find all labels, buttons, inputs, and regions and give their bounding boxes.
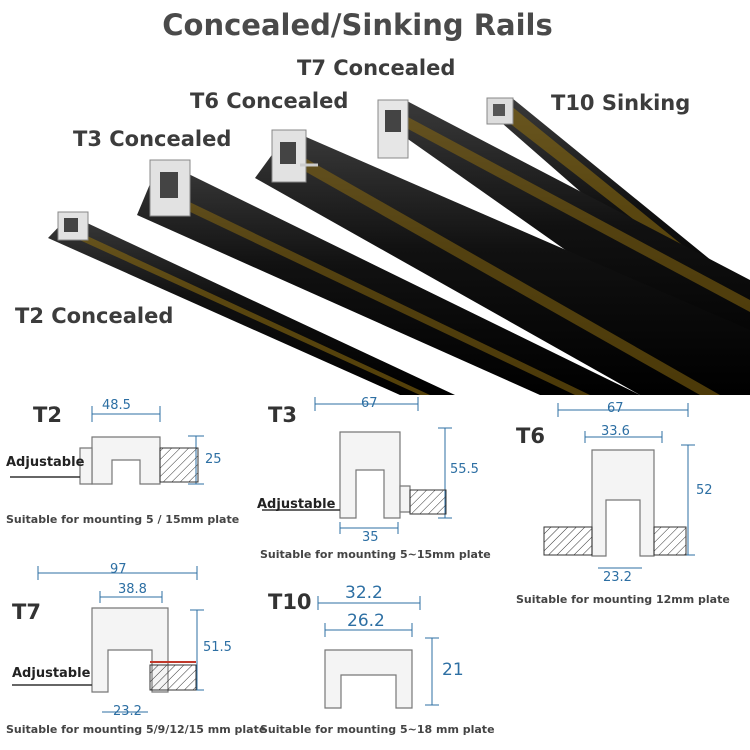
rail-label-t2: T2 Concealed [15, 304, 174, 328]
t3-code: T3 [268, 403, 297, 427]
t10-note: Suitable for mounting 5~18 mm plate [260, 723, 495, 736]
rail-label-t6: T6 Concealed [190, 89, 349, 113]
t10-inner: 26.2 [347, 611, 385, 631]
rail-label-t7: T7 Concealed [297, 56, 456, 80]
t6-height: 52 [696, 483, 713, 498]
t3-width: 67 [361, 396, 378, 411]
t2-width: 48.5 [102, 398, 131, 413]
t6-inner: 33.6 [601, 424, 630, 439]
t2-note: Suitable for mounting 5 / 15mm plate [6, 513, 240, 526]
rail-t2 [48, 211, 455, 395]
t6-note: Suitable for mounting 12mm plate [516, 593, 730, 606]
t7-bottom: 23.2 [113, 704, 142, 719]
title: Concealed/Sinking Rails [162, 8, 553, 42]
t2-height: 25 [205, 452, 222, 467]
t7-adjustable: Adjustable [12, 666, 91, 681]
t3-note: Suitable for mounting 5~15mm plate [260, 548, 491, 561]
t10-code: T10 [268, 590, 312, 614]
t7-inner: 38.8 [118, 582, 147, 597]
t7-note: Suitable for mounting 5/9/12/15 mm plate [6, 723, 267, 736]
t6-bottom: 23.2 [603, 570, 632, 585]
t6-code: T6 [516, 424, 545, 448]
t3-bottom: 35 [362, 530, 379, 545]
t10-height: 21 [442, 660, 464, 680]
rails-photo [48, 97, 750, 395]
t7-width: 97 [110, 562, 127, 577]
t7-height: 51.5 [203, 640, 232, 655]
t2-code: T2 [33, 403, 62, 427]
t3-adjustable: Adjustable [257, 497, 336, 512]
t2-adjustable: Adjustable [6, 455, 85, 470]
rail-t6 [255, 129, 750, 395]
t10-width: 32.2 [345, 583, 383, 603]
rail-t3 [137, 159, 640, 395]
rail-label-t3: T3 Concealed [73, 127, 232, 151]
t6-width: 67 [607, 401, 624, 416]
t7-code: T7 [12, 600, 41, 624]
t3-height: 55.5 [450, 462, 479, 477]
rail-label-t10: T10 Sinking [551, 91, 691, 115]
